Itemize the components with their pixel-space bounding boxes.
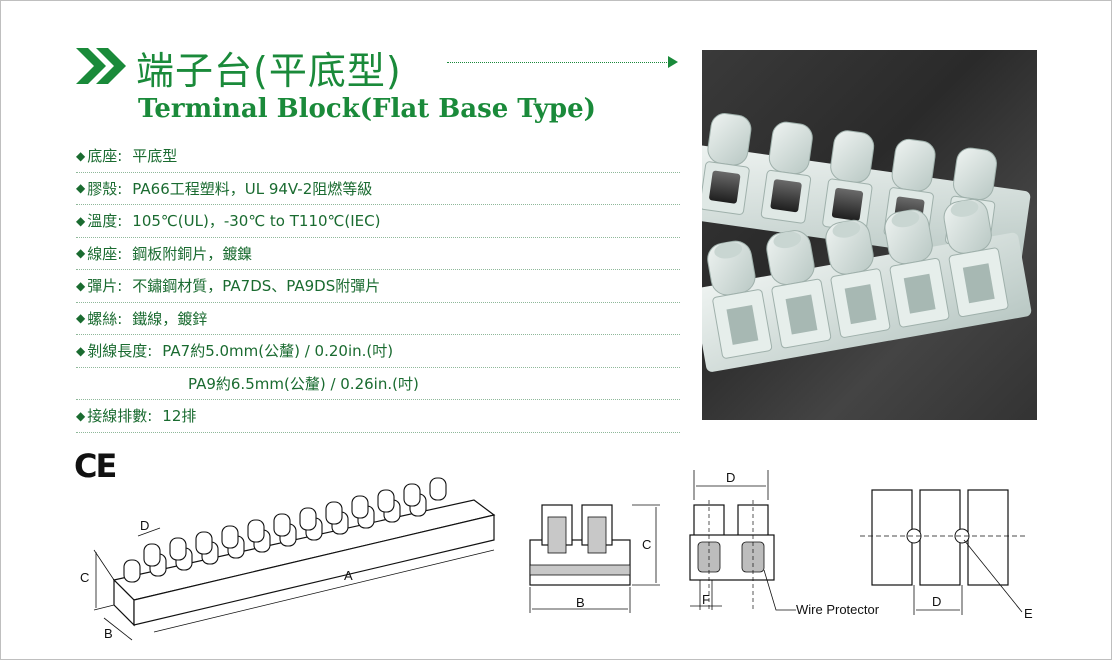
dim-label-b: B <box>104 626 113 641</box>
terminal-block-photo-illustration <box>702 113 1032 372</box>
spec-value: 平底型 <box>132 147 178 166</box>
diamond-bullet-icon: ◆ <box>76 181 86 196</box>
page-title-english: Terminal Block(Flat Base Type) <box>138 94 596 124</box>
wire-protector-label: Wire Protector <box>796 602 880 617</box>
dim-label-d: D <box>140 518 149 533</box>
diamond-bullet-icon: ◆ <box>76 343 86 358</box>
spec-value: 鐵線，鍍鋅 <box>132 309 208 328</box>
diamond-bullet-icon: ◆ <box>76 278 86 293</box>
spec-row: ◆ 線座: 鋼板附銅片，鍍鎳 <box>76 238 680 270</box>
spec-value: PA7約5.0mm(公釐) / 0.20in.(吋) <box>162 342 394 361</box>
page-title-chinese: 端子台(平底型) <box>136 49 402 93</box>
diamond-bullet-icon: ◆ <box>76 311 86 326</box>
spec-key: 剝線長度: <box>87 342 153 361</box>
arrow-right-icon <box>668 56 678 68</box>
diamond-bullet-icon: ◆ <box>76 246 86 261</box>
front-section-drawing: D F Wire Protector <box>689 470 880 617</box>
spec-row: ◆ 底座: 平底型 <box>76 140 680 173</box>
dim-label-d: D <box>932 594 941 609</box>
dim-label-c: C <box>80 570 89 585</box>
title-dotted-line <box>447 62 669 63</box>
spec-list: ◆ 底座: 平底型 ◆ 膠殼: PA66工程塑料，UL 94V-2阻燃等級 ◆ … <box>76 140 680 433</box>
spec-row: ◆ 螺絲: 鐵線，鍍鋅 <box>76 303 680 335</box>
spec-row: PA9約6.5mm(公釐) / 0.26in.(吋) <box>76 368 680 400</box>
spec-key: 膠殼: <box>87 179 123 198</box>
dim-label-f: F <box>702 592 710 607</box>
spec-row: ◆ 剝線長度: PA7約5.0mm(公釐) / 0.20in.(吋) <box>76 335 680 368</box>
spec-key: 線座: <box>87 244 123 263</box>
spec-key: 接線排數: <box>87 407 153 426</box>
spec-value: 12排 <box>162 407 197 426</box>
spec-key: 螺絲: <box>87 309 123 328</box>
dim-label-c: C <box>642 537 651 552</box>
ce-mark: CE <box>74 447 117 485</box>
spec-value: 105℃(UL)，-30℃ to T110℃(IEC) <box>132 212 381 231</box>
spec-row: ◆ 彈片: 不鏽鋼材質，PA7DS、PA9DS附彈片 <box>76 270 680 303</box>
diamond-bullet-icon: ◆ <box>76 148 86 163</box>
spec-key: 彈片: <box>87 277 123 296</box>
dim-label-a: A <box>344 568 353 583</box>
product-photo <box>702 50 1037 420</box>
spec-value: PA9約6.5mm(公釐) / 0.26in.(吋) <box>188 374 419 393</box>
isometric-drawing: C B A D <box>80 477 496 641</box>
dim-label-b: B <box>576 595 585 610</box>
spec-value: 鋼板附銅片，鍍鎳 <box>132 244 253 263</box>
spec-row: ◆ 膠殼: PA66工程塑料，UL 94V-2阻燃等級 <box>76 173 680 205</box>
dim-label-d: D <box>726 470 735 485</box>
spec-key: 溫度: <box>87 212 123 231</box>
spec-value: PA66工程塑料，UL 94V-2阻燃等級 <box>132 179 373 198</box>
spec-value: 不鏽鋼材質，PA7DS、PA9DS附彈片 <box>132 277 381 296</box>
spec-key: 底座: <box>87 147 123 166</box>
dim-label-e: E <box>1024 606 1033 621</box>
double-chevron-right-icon <box>76 48 126 84</box>
diamond-bullet-icon: ◆ <box>76 408 86 423</box>
spec-row: ◆ 溫度: 105℃(UL)，-30℃ to T110℃(IEC) <box>76 205 680 238</box>
side-section-drawing: C B <box>529 504 660 613</box>
diamond-bullet-icon: ◆ <box>76 213 86 228</box>
top-view-drawing: D E <box>860 489 1033 621</box>
spec-row: ◆ 接線排數: 12排 <box>76 400 680 433</box>
